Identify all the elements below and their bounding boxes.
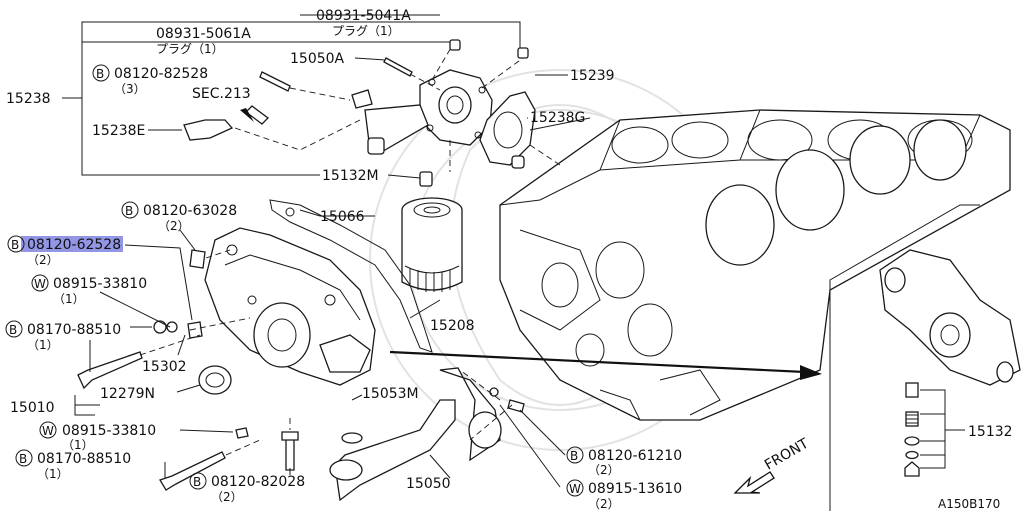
label-15238[interactable]: 15238: [6, 91, 51, 107]
front-cover-gasket-15066: [269, 199, 433, 353]
figure-code: A150B170: [938, 497, 1000, 511]
label-08170-88510-b[interactable]: 08170-88510: [37, 451, 131, 467]
svg-text:B: B: [125, 204, 133, 218]
label-08170-88510-a-qty: （1）: [27, 338, 59, 352]
label-15053M[interactable]: 15053M: [362, 386, 419, 402]
small-parts-top: [183, 39, 561, 187]
label-08931-5041A[interactable]: 08931-5041A: [316, 8, 411, 24]
label-08915-33810-b[interactable]: 08915-33810: [62, 423, 156, 439]
label-08120-82528[interactable]: 08120-82528: [114, 66, 208, 82]
label-08120-61210-qty: （2）: [588, 463, 620, 477]
pointer-arrow: [389, 350, 822, 380]
oil-pump-15010: [204, 227, 376, 386]
label-sec213[interactable]: SEC.213: [192, 86, 251, 102]
label-15132M[interactable]: 15132M: [322, 168, 379, 184]
front-direction-arrow: FRONT: [733, 435, 812, 494]
label-08170-88510-a[interactable]: 08170-88510: [27, 322, 121, 338]
label-15050[interactable]: 15050: [406, 476, 451, 492]
label-08120-82028[interactable]: 08120-82028: [211, 474, 305, 490]
label-08170-88510-b-qty: （1）: [37, 467, 69, 481]
label-08120-82028-qty: （2）: [211, 490, 243, 504]
label-08915-13610[interactable]: 08915-13610: [588, 481, 682, 497]
label-15208[interactable]: 15208: [430, 318, 475, 334]
label-15010[interactable]: 15010: [10, 400, 55, 416]
label-15050A[interactable]: 15050A: [290, 51, 345, 67]
front-label: FRONT: [762, 435, 812, 473]
part-labels: 08931-5041A プラグ（1） 08931-5061A プラグ（1） 15…: [5, 8, 1013, 511]
fasteners-left: [77, 249, 299, 491]
engine-block: [499, 109, 1011, 421]
label-08915-33810-a-qty: （1）: [53, 292, 85, 306]
svg-text:W: W: [42, 424, 54, 438]
label-15239[interactable]: 15239: [570, 68, 615, 84]
label-15238G[interactable]: 15238G: [530, 110, 585, 126]
label-08120-63028[interactable]: 08120-63028: [143, 203, 237, 219]
label-08915-33810-b-qty: （1）: [62, 438, 94, 452]
label-08120-61210[interactable]: 08120-61210: [588, 448, 682, 464]
svg-text:B: B: [193, 475, 201, 489]
label-15066[interactable]: 15066: [320, 209, 365, 225]
oil-filter-15208: [401, 197, 463, 292]
label-08915-33810-a[interactable]: 08915-33810: [53, 276, 147, 292]
label-15302[interactable]: 15302: [142, 359, 187, 375]
label-08120-82528-qty: （3）: [114, 82, 146, 96]
svg-text:B: B: [96, 67, 104, 81]
svg-text:W: W: [34, 277, 46, 291]
svg-text:B: B: [570, 449, 578, 463]
label-12279N[interactable]: 12279N: [100, 386, 155, 402]
svg-text:B: B: [11, 238, 19, 252]
oil-seal-12279N: [198, 365, 232, 395]
label-08931-5061A[interactable]: 08931-5061A: [156, 26, 251, 42]
label-15132[interactable]: 15132: [968, 424, 1013, 440]
selected-part-highlight: [21, 236, 123, 252]
label-plug-b: プラグ（1）: [156, 42, 224, 56]
inset-detail: [829, 204, 1021, 511]
oil-strainer-15050: [329, 367, 525, 502]
label-08915-13610-qty: （2）: [588, 497, 620, 511]
svg-text:B: B: [9, 323, 17, 337]
label-08120-62528-qty: （2）: [27, 253, 59, 267]
svg-text:W: W: [569, 482, 581, 496]
leader-lines: [62, 14, 591, 488]
svg-text:B: B: [19, 452, 27, 466]
label-08120-62528[interactable]: 08120-62528: [27, 237, 121, 253]
label-08120-63028-qty: （2）: [158, 219, 190, 233]
label-plug-a: プラグ（1）: [332, 24, 400, 38]
oil-filter-bracket: [351, 69, 493, 155]
label-15238E[interactable]: 15238E: [92, 123, 145, 139]
